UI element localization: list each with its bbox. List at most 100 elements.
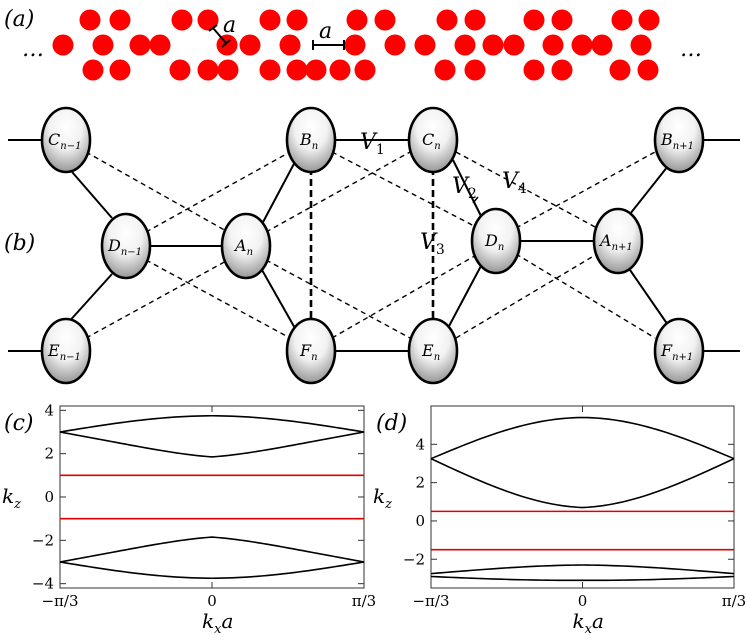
x-tick-label: π/3: [352, 592, 376, 610]
lattice-site: [591, 34, 613, 56]
node-label: Fn+1: [660, 341, 693, 363]
y-axis-label: kz: [2, 484, 21, 512]
x-tick-label: 0: [207, 592, 217, 610]
node-label: Cn−1: [48, 130, 81, 152]
panel-label-b: (b): [4, 231, 35, 256]
panel-label-c: (c): [4, 411, 34, 436]
lattice-site: [239, 34, 261, 56]
lattice-site: [354, 59, 376, 81]
y-tick-label: −2: [403, 550, 425, 568]
lattice-marker-diag: [212, 27, 227, 44]
plot-frame: [430, 405, 735, 589]
x-tick-label: 0: [578, 592, 588, 610]
lattice-site: [52, 34, 74, 56]
coupling-label-v2: V2: [452, 174, 477, 202]
lattice-site: [217, 59, 239, 81]
lattice-site: [523, 9, 545, 31]
lattice-site: [414, 34, 436, 56]
lattice-sites: [52, 9, 660, 81]
node-label: Dn−1: [107, 236, 142, 258]
lattice-site: [329, 59, 351, 81]
coupling-label-v4: V4: [502, 169, 527, 197]
ellipsis-left: …: [22, 37, 44, 62]
band-series-4: [430, 564, 735, 575]
coupling-label-v3: V3: [420, 230, 445, 258]
band-series-5: [59, 561, 365, 580]
node-Fnp1: Fn+1: [653, 317, 705, 385]
node-label: Fn: [299, 341, 318, 363]
lattice-site: [482, 34, 504, 56]
node-An: An: [220, 212, 272, 280]
coupling-label-v1: V1: [360, 130, 385, 158]
x-tick-label: −π/3: [41, 592, 78, 610]
lattice-site: [197, 59, 219, 81]
node-Dnm1: Dn−1: [100, 212, 152, 280]
lattice-site: [436, 9, 458, 31]
lattice-site: [464, 9, 486, 31]
band-series-1: [59, 431, 365, 458]
lattice-site: [374, 9, 396, 31]
node-Bn: Bn: [285, 106, 337, 174]
y-tick-label: 2: [44, 445, 54, 463]
node-label: Dn: [484, 231, 504, 253]
network-nodes: Cn−1 Bn Cn Bn+1Dn−1 An Dn An+1En−1 Fn En Fn+1: [40, 106, 705, 385]
network-edges: [8, 139, 740, 352]
band-series-5: [430, 575, 735, 582]
node-label: Cn: [422, 130, 441, 152]
node-Fn: Fn: [285, 317, 337, 385]
x-tick-label: −π/3: [412, 592, 449, 610]
node-Dn: Dn: [470, 207, 522, 275]
lattice-site: [171, 9, 193, 31]
panel-label-a: (a): [4, 7, 34, 32]
lattice-site: [82, 59, 104, 81]
panel-label-d: (d): [376, 411, 407, 436]
plot-frame: [59, 405, 365, 589]
x-axis-label: kxa: [202, 609, 233, 637]
y-tick-label: 2: [415, 474, 425, 492]
node-En: En: [407, 317, 459, 385]
lattice-site: [571, 34, 593, 56]
node-label: En−1: [47, 341, 81, 363]
lattice-site: [109, 59, 131, 81]
lattice-site: [259, 9, 281, 31]
y-tick-label: 0: [415, 512, 425, 530]
lattice-site: [611, 9, 633, 31]
y-tick-label: 4: [415, 435, 425, 453]
node-label: En: [421, 341, 440, 363]
band-series-0: [59, 414, 365, 433]
node-label: Bn+1: [660, 130, 694, 152]
node-Anp1: An+1: [592, 207, 644, 275]
lattice-site: [384, 34, 406, 56]
lattice-label-horiz: a: [319, 19, 332, 44]
node-label: Bn: [299, 130, 318, 152]
lattice-site: [542, 34, 564, 56]
lattice-site: [197, 9, 219, 31]
node-Enm1: En−1: [40, 317, 92, 385]
y-tick-label: −2: [32, 531, 54, 549]
y-tick-label: 0: [44, 488, 54, 506]
lattice-site: [279, 34, 301, 56]
node-Bnp1: Bn+1: [653, 106, 705, 174]
node-label: An: [233, 236, 253, 258]
lattice-site: [434, 59, 456, 81]
lattice-site: [109, 9, 131, 31]
node-Cn: Cn: [407, 106, 459, 174]
node-Cnm1: Cn−1: [40, 106, 92, 174]
y-tick-label: −4: [32, 575, 54, 593]
lattice-site: [454, 34, 476, 56]
y-axis-label: kz: [373, 484, 392, 512]
lattice-site: [346, 9, 368, 31]
lattice-label-diag: a: [223, 13, 236, 38]
lattice-site: [129, 34, 151, 56]
lattice-site: [259, 59, 281, 81]
band-series-1: [430, 457, 735, 509]
ellipsis-right: …: [680, 37, 702, 62]
lattice-site: [503, 34, 525, 56]
lattice-site: [637, 59, 659, 81]
lattice-marker-diag-cap2: [221, 39, 231, 48]
lattice-site: [286, 9, 308, 31]
x-tick-label: π/3: [722, 592, 746, 610]
